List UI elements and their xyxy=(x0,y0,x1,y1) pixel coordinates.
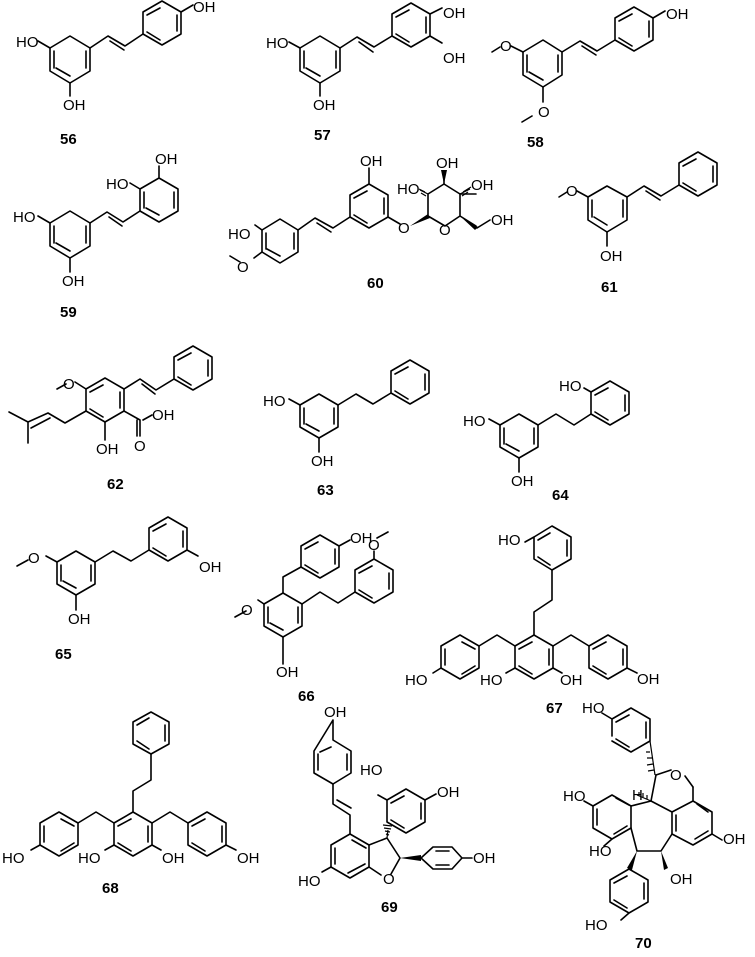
label-o: O xyxy=(398,220,410,237)
label-oh: OH xyxy=(511,473,534,490)
label-oh: OH xyxy=(63,97,86,114)
label-ho: HO xyxy=(13,209,36,226)
compound-number: 67 xyxy=(546,700,563,717)
label-oh: OH xyxy=(637,671,660,688)
compound-70: HO O H HO HO OH OH HO 70 xyxy=(563,700,746,952)
label-ho: HO xyxy=(78,850,101,867)
label-oh: OH xyxy=(666,6,689,23)
compound-number: 70 xyxy=(635,935,652,952)
label-oh: OH xyxy=(360,153,383,170)
label-oh: OH xyxy=(600,248,623,265)
compound-number: 57 xyxy=(314,127,331,144)
compound-69: OH HO OH OH HO O 69 xyxy=(298,704,496,916)
label-oh: OH xyxy=(443,5,466,22)
label-ho: HO xyxy=(559,378,582,395)
label-oh: OH xyxy=(437,784,460,801)
label-ho: HO xyxy=(582,700,605,717)
label-ho: HO xyxy=(463,413,486,430)
compound-number: 60 xyxy=(367,275,384,292)
compound-58: O O OH 58 xyxy=(491,6,689,151)
label-ho: HO xyxy=(498,532,521,549)
label-o: O xyxy=(500,38,512,55)
compound-number: 56 xyxy=(60,131,77,148)
compound-number: 66 xyxy=(298,688,315,705)
label-oh: OH xyxy=(162,850,185,867)
label-oh: OH xyxy=(62,273,85,290)
label-o: O xyxy=(237,259,249,276)
label-oh: OH xyxy=(473,850,496,867)
label-oh: OH xyxy=(155,151,178,168)
label-oh: OH xyxy=(670,871,693,888)
label-ho: HO xyxy=(106,176,129,193)
label-o: O xyxy=(383,871,395,888)
label-oh: OH xyxy=(443,50,466,67)
compound-number: 64 xyxy=(552,487,569,504)
compound-number: 58 xyxy=(527,134,544,151)
compound-number: 63 xyxy=(317,482,334,499)
label-ho: HO xyxy=(298,873,321,890)
label-o: O xyxy=(439,222,451,239)
label-ho: HO xyxy=(405,672,428,689)
label-ho: HO xyxy=(16,34,39,51)
compound-57: HO OH OH OH 57 xyxy=(266,2,466,144)
compound-63: HO OH 63 xyxy=(263,359,430,499)
label-o: O xyxy=(241,602,253,619)
label-o: O xyxy=(538,104,550,121)
compound-61: O OH 61 xyxy=(558,151,718,296)
compound-number: 69 xyxy=(381,899,398,916)
label-oh: OH xyxy=(560,672,583,689)
label-h: H xyxy=(632,787,643,804)
label-oh: OH xyxy=(237,850,260,867)
label-oh: OH xyxy=(313,97,336,114)
compound-number: 61 xyxy=(601,279,618,296)
label-ho: HO xyxy=(397,181,420,198)
label-oh: OH xyxy=(471,177,494,194)
label-oh: OH xyxy=(152,407,175,424)
label-oh: OH xyxy=(96,441,119,458)
label-oh: OH xyxy=(436,155,459,172)
label-ho: HO xyxy=(266,35,289,52)
label-oh: OH xyxy=(199,559,222,576)
label-o: O xyxy=(134,438,146,455)
label-oh: OH xyxy=(276,664,299,681)
label-oh: OH xyxy=(723,831,746,848)
label-ho: HO xyxy=(228,226,251,243)
compound-68: HO HO OH OH 68 xyxy=(2,711,260,897)
compound-60: HO O OH O O HO OH OH OH 60 xyxy=(228,153,514,292)
label-o: O xyxy=(28,550,40,567)
compound-65: O OH OH 65 xyxy=(16,516,222,663)
label-oh: OH xyxy=(193,0,216,16)
label-ho: HO xyxy=(563,788,586,805)
label-ho: HO xyxy=(360,762,383,779)
label-oh: OH xyxy=(68,611,91,628)
compound-62: O OH OH O 62 xyxy=(8,345,213,493)
label-ho: HO xyxy=(585,917,608,934)
label-ho: HO xyxy=(2,850,25,867)
label-ho: HO xyxy=(589,843,612,860)
label-o: O xyxy=(368,537,380,554)
label-oh: OH xyxy=(491,212,514,229)
compound-66: O OH OH O 66 xyxy=(234,530,394,705)
label-oh: OH xyxy=(311,453,334,470)
label-oh: OH xyxy=(324,704,347,721)
compound-number: 59 xyxy=(60,304,77,321)
label-o: O xyxy=(670,767,682,784)
label-ho: HO xyxy=(263,393,286,410)
label-oh: OH xyxy=(350,530,373,547)
compound-number: 62 xyxy=(107,476,124,493)
compound-59: HO OH HO OH 59 xyxy=(13,151,179,321)
compound-number: 68 xyxy=(102,880,119,897)
compound-56: HO OH OH 56 xyxy=(16,0,216,148)
label-o: O xyxy=(63,376,75,393)
compound-67: HO HO HO OH OH 67 xyxy=(405,525,660,717)
compound-64: HO OH HO 64 xyxy=(463,378,630,504)
label-o: O xyxy=(566,183,578,200)
compound-number: 65 xyxy=(55,646,72,663)
label-ho: HO xyxy=(480,672,503,689)
